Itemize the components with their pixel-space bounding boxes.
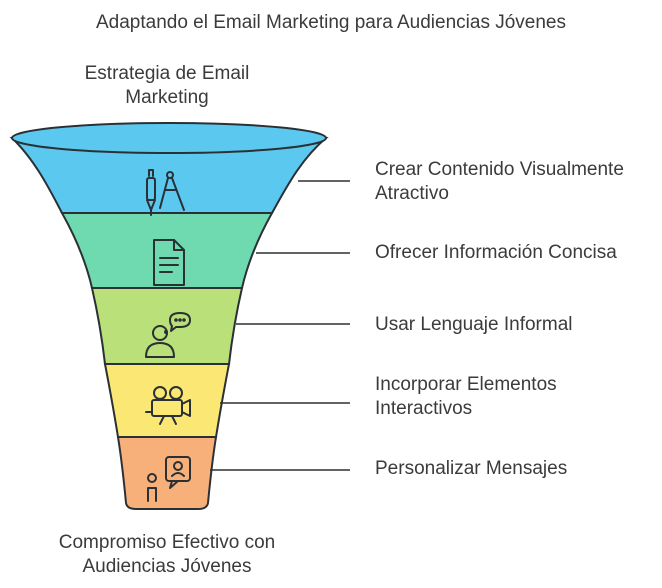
funnel-top-label: Estrategia de Email Marketing [57,62,277,110]
stage-label-5-line1: Personalizar Mensajes [375,458,568,479]
stage-label-3-line1: Usar Lenguaje Informal [375,314,573,335]
funnel-stage-2 [60,212,274,289]
stage-label-3: Usar Lenguaje Informal [375,313,655,337]
funnel-rim [11,122,327,154]
stage-label-4-line2: Interactivos [375,398,473,419]
funnel-bottom-label-line1: Compromiso Efectivo con [58,532,276,553]
stage-label-2-line1: Ofrecer Información Concisa [375,242,617,263]
document-icon [153,239,185,286]
stage-label-1-line2: Atractivo [375,183,449,204]
stage-label-2: Ofrecer Información Concisa [375,241,655,265]
funnel-stage-3 [90,287,244,365]
stage-label-1-line1: Crear Contenido Visualmente [375,159,624,180]
funnel-top-label-line2: Marketing [125,87,209,108]
personalized-message-icon [147,456,191,502]
stage-label-5: Personalizar Mensajes [375,457,655,481]
diagram-title: Adaptando el Email Marketing para Audien… [95,12,566,33]
funnel-bottom-label-line2: Audiencias Jóvenes [82,556,252,577]
stage-label-4: Incorporar Elementos Interactivos [375,373,655,421]
video-camera-icon [145,386,191,425]
funnel-top-label-line1: Estrategia de Email [84,63,250,84]
funnel-bottom-label: Compromiso Efectivo con Audiencias Jóven… [27,531,307,579]
stage-label-4-line1: Incorporar Elementos [375,374,557,395]
chat-person-icon [145,312,191,358]
stage-label-1: Crear Contenido Visualmente Atractivo [375,158,655,206]
drafting-tools-icon [146,169,185,216]
